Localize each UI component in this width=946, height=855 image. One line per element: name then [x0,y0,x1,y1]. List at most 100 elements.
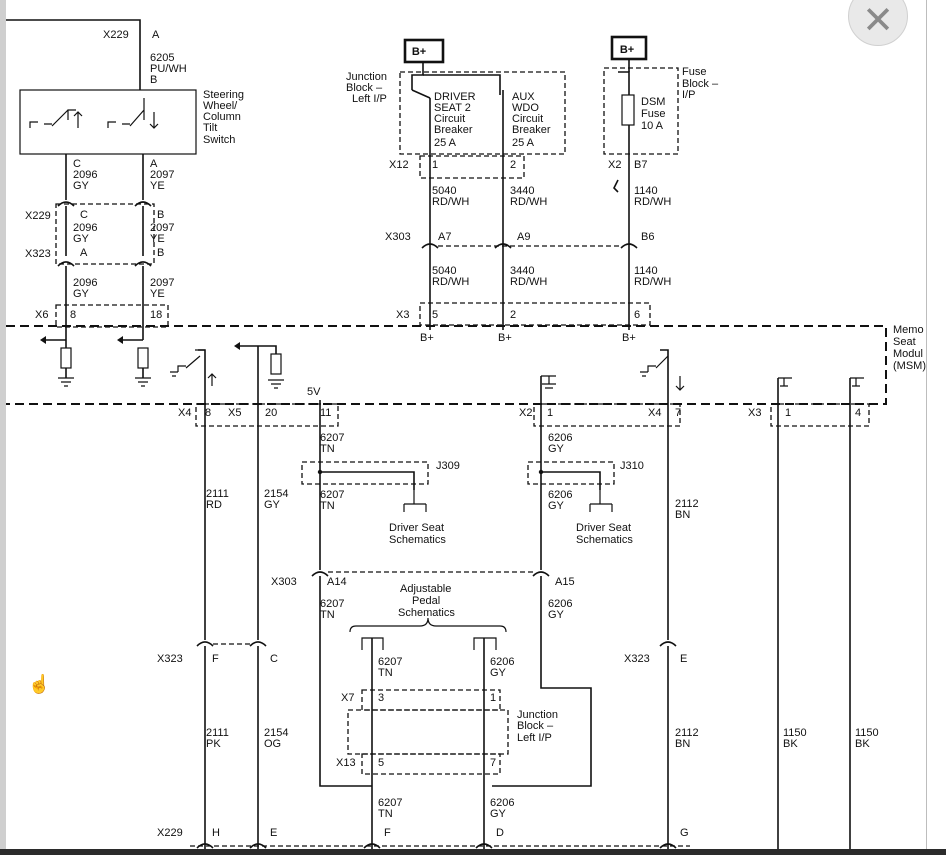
diagram-label: B+ [622,332,636,344]
diagram-label: TN [378,667,393,679]
diagram-label: X323 [25,248,51,260]
diagram-label: OG [264,738,281,750]
diagram-label: Pedal [412,595,440,607]
diagram-label: 20 [265,407,277,419]
diagram-label: 5 [378,757,384,769]
diagram-label: DRIVER [434,91,476,103]
diagram-label: 2111 [206,727,229,739]
diagram-label: X3 [396,309,409,321]
diagram-label: Fuse [682,66,706,78]
diagram-label: GY [73,180,90,192]
diagram-label: 2 [510,159,516,171]
diagram-label: 6206 [548,598,572,610]
diagram-label: BK [783,738,798,750]
diagram-label: C [270,653,278,665]
diagram-label: X5 [228,407,241,419]
diagram-label: Driver Seat [576,522,631,534]
diagram-label: 3440 [510,265,534,277]
diagram-label: H [212,827,220,839]
diagram-label: 1150 [783,727,807,739]
diagram-label: X7 [341,692,354,704]
diagram-label: AUX [512,91,535,103]
diagram-label: RD/WH [510,196,547,208]
diagram-label: 1 [785,407,791,419]
diagram-label: Breaker [434,124,473,136]
diagram-label: X303 [271,576,297,588]
diagram-label: Column [203,111,241,123]
diagram-label: (MSM) [893,360,926,372]
close-icon: ✕ [862,0,894,42]
diagram-label: 6207 [320,432,344,444]
diagram-label: 5040 [432,185,456,197]
diagram-label: A14 [327,576,347,588]
diagram-label: Block – [682,78,719,90]
diagram-label: J309 [436,460,460,472]
diagram-label: X323 [624,653,650,665]
scroll-strip[interactable] [926,0,946,855]
diagram-label: X2 [608,159,621,171]
diagram-label: Schematics [398,607,455,619]
diagram-label: Schematics [389,534,446,546]
diagram-label: Adjustable [400,583,451,595]
diagram-label: Breaker [512,124,551,136]
diagram-label: DSM [641,96,665,108]
diagram-label: 11 [320,407,331,419]
diagram-label: Tilt [203,122,217,134]
diagram-label: 1140 [634,265,658,277]
diagram-label: E [680,653,687,665]
diagram-label: 6205 [150,52,174,64]
diagram-label: 6206 [490,656,514,668]
diagram-label: 2111 [206,488,229,500]
diagram-label: I/P [682,89,695,101]
diagram-label: GY [73,288,90,300]
diagram-label: 5V [307,386,321,398]
diagram-label: PK [206,738,221,750]
diagram-label: B [157,209,164,221]
diagram-label: X4 [178,407,191,419]
diagram-label: Steering [203,89,244,101]
diagram-label: 2112 [675,727,699,739]
diagram-label: X229 [157,827,183,839]
diagram-label: 1 [432,159,438,171]
diagram-label: SEAT 2 [434,102,471,114]
diagram-label: 2112 [675,498,699,510]
diagram-label: X6 [35,309,48,321]
diagram-label: 10 A [641,120,664,132]
diagram-label: B+ [420,332,434,344]
hand-cursor-icon: ☝ [28,674,51,694]
diagram-label: X4 [648,407,661,419]
diagram-label: 7 [675,407,681,419]
diagram-label: 4 [855,407,861,419]
diagram-label: 3440 [510,185,534,197]
diagram-label: Memo [893,324,924,336]
diagram-label: 18 [150,309,162,321]
diagram-label: 2154 [264,727,288,739]
diagram-label: D [496,827,504,839]
diagram-label: 6207 [320,489,344,501]
diagram-label: 5040 [432,265,456,277]
diagram-label: B [150,74,157,86]
diagram-label: C [80,209,88,221]
diagram-label: 1 [547,407,553,419]
diagram-label: Left I/P [352,93,387,105]
diagram-label: 6206 [490,797,514,809]
diagram-label: 1 [490,692,496,704]
diagram-label: Driver Seat [389,522,444,534]
diagram-label: 5 [432,309,438,321]
bplus-label: B+ [620,44,634,56]
diagram-label: GY [490,667,507,679]
diagram-label: G [680,827,689,839]
diagram-label: Block – [346,82,383,94]
diagram-label: A15 [555,576,575,588]
diagram-label: RD/WH [432,276,469,288]
diagram-label: WDO [512,102,539,114]
diagram-label: 25 A [512,137,535,149]
close-button[interactable]: ✕ [848,0,908,46]
diagram-label: GY [548,443,565,455]
diagram-label: RD [206,499,222,511]
diagram-label: B [157,247,164,259]
diagram-label: PU/WH [150,63,187,75]
